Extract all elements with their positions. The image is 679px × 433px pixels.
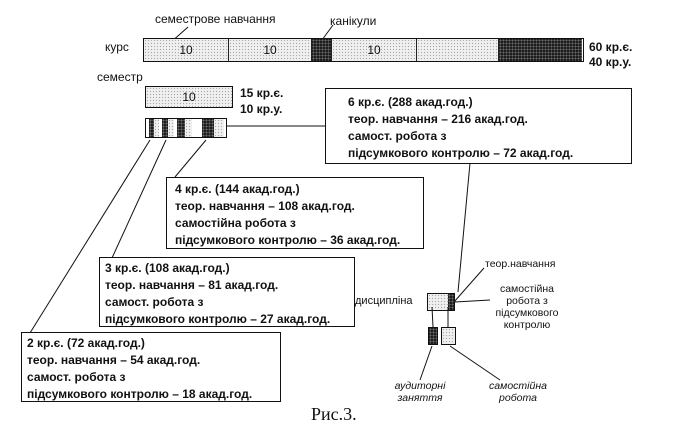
classroom-line: заняття bbox=[397, 392, 443, 404]
box-line: теор. навчання – 81 акад.год. bbox=[105, 278, 279, 292]
classroom-block bbox=[428, 327, 438, 345]
holiday-segment bbox=[312, 39, 332, 61]
classroom-pointer bbox=[419, 345, 433, 381]
box-line: самостійна робота з bbox=[175, 216, 296, 230]
discipline-6-mark-light bbox=[214, 119, 224, 137]
selfwork-block bbox=[441, 327, 456, 345]
classroom-line: аудиторні bbox=[394, 380, 446, 392]
discipline-2-mark-light bbox=[154, 119, 159, 137]
box-line: 4 кр.є. (144 акад.год.) bbox=[175, 182, 300, 196]
box-6-credits: 6 кр.є. (288 акад.год.) теор. навчання –… bbox=[325, 88, 632, 164]
course-units: 40 кр.у. bbox=[589, 55, 632, 69]
discipline-4-mark-light bbox=[185, 119, 192, 137]
box-2-credits: 2 кр.є. (72 акад.год.) теор. навчання – … bbox=[21, 332, 281, 402]
independent-line: робота з bbox=[506, 295, 548, 307]
box-3-credits: 3 кр.є. (108 акад.год.) теор. навчання –… bbox=[99, 257, 355, 327]
independent-pointer bbox=[454, 299, 491, 303]
box-line: самост. робота з bbox=[348, 129, 447, 143]
discipline-dark-part bbox=[448, 294, 454, 310]
discipline-3-mark bbox=[162, 119, 168, 137]
line-to-box3 bbox=[111, 139, 167, 259]
theory-pointer bbox=[453, 267, 485, 303]
discipline-6-mark bbox=[202, 119, 214, 137]
figure-caption: Рис.3. bbox=[311, 404, 357, 424]
semester-disciplines-block bbox=[145, 118, 227, 138]
discipline-label: дисципліна bbox=[355, 295, 413, 307]
selfwork-line: самостійна bbox=[489, 380, 547, 392]
line-to-box4 bbox=[174, 139, 207, 178]
semester-credits: 15 кр.є. bbox=[240, 86, 284, 100]
course-segment bbox=[417, 39, 499, 61]
course-segment: 10 bbox=[144, 39, 229, 61]
box-line: теор. навчання – 216 акад.год. bbox=[348, 112, 528, 126]
independent-line: самостійна bbox=[499, 283, 555, 295]
discipline-4-mark bbox=[177, 119, 185, 137]
line-box6-discipline bbox=[457, 162, 471, 293]
classroom-label: аудиторні заняття bbox=[385, 380, 455, 404]
line-to-box2 bbox=[29, 139, 151, 334]
box-line: 6 кр.є. (288 акад.год.) bbox=[348, 95, 473, 109]
box-line: теор. навчання – 108 акад.год. bbox=[175, 199, 355, 213]
holiday-segment bbox=[499, 39, 582, 61]
independent-work-label: самостійна робота з підсумкового контрол… bbox=[484, 283, 570, 331]
selfwork-pointer bbox=[449, 345, 501, 381]
holidays-label: канікули bbox=[330, 14, 377, 28]
box-line: самост. робота з bbox=[105, 295, 204, 309]
box-line: теор. навчання – 54 акад.год. bbox=[27, 353, 201, 367]
semester-study-label: семестрове навчання bbox=[155, 12, 276, 26]
box-line: 2 кр.є. (72 акад.год.) bbox=[27, 336, 145, 350]
box-line: підсумкового контролю – 36 акад.год. bbox=[175, 233, 401, 247]
course-bar: 10 10 10 bbox=[143, 38, 584, 62]
semester-bar: 10 bbox=[145, 86, 233, 108]
selfwork-line: робота bbox=[499, 392, 537, 404]
theory-label: теор.навчання bbox=[485, 258, 556, 270]
course-segment: 10 bbox=[332, 39, 417, 61]
semester-label: семестр bbox=[97, 70, 143, 84]
box-line: підсумкового контролю – 27 акад.год. bbox=[105, 312, 331, 326]
box-line: 3 кр.є. (108 акад.год.) bbox=[105, 261, 230, 275]
box-line: підсумкового контролю – 18 акад.год. bbox=[27, 387, 253, 401]
discipline-3-mark-light bbox=[168, 119, 174, 137]
course-label: курс bbox=[105, 40, 129, 54]
box-line: підсумкового контролю – 72 акад.год. bbox=[348, 146, 574, 160]
discipline-block bbox=[427, 293, 455, 311]
semester-units: 10 кр.у. bbox=[240, 102, 283, 116]
course-segment: 10 bbox=[229, 39, 312, 61]
box-4-credits: 4 кр.є. (144 акад.год.) теор. навчання –… bbox=[166, 177, 424, 249]
box-line: самост. робота з bbox=[27, 370, 126, 384]
independent-line: підсумкового bbox=[495, 307, 559, 319]
selfwork-label: самостійна робота bbox=[478, 380, 558, 404]
course-credits: 60 кр.є. bbox=[589, 40, 633, 54]
independent-line: контролю bbox=[503, 319, 551, 331]
discipline-2-mark bbox=[149, 119, 154, 137]
discipline-split-lines bbox=[431, 306, 449, 328]
holidays-pointer bbox=[321, 24, 334, 41]
